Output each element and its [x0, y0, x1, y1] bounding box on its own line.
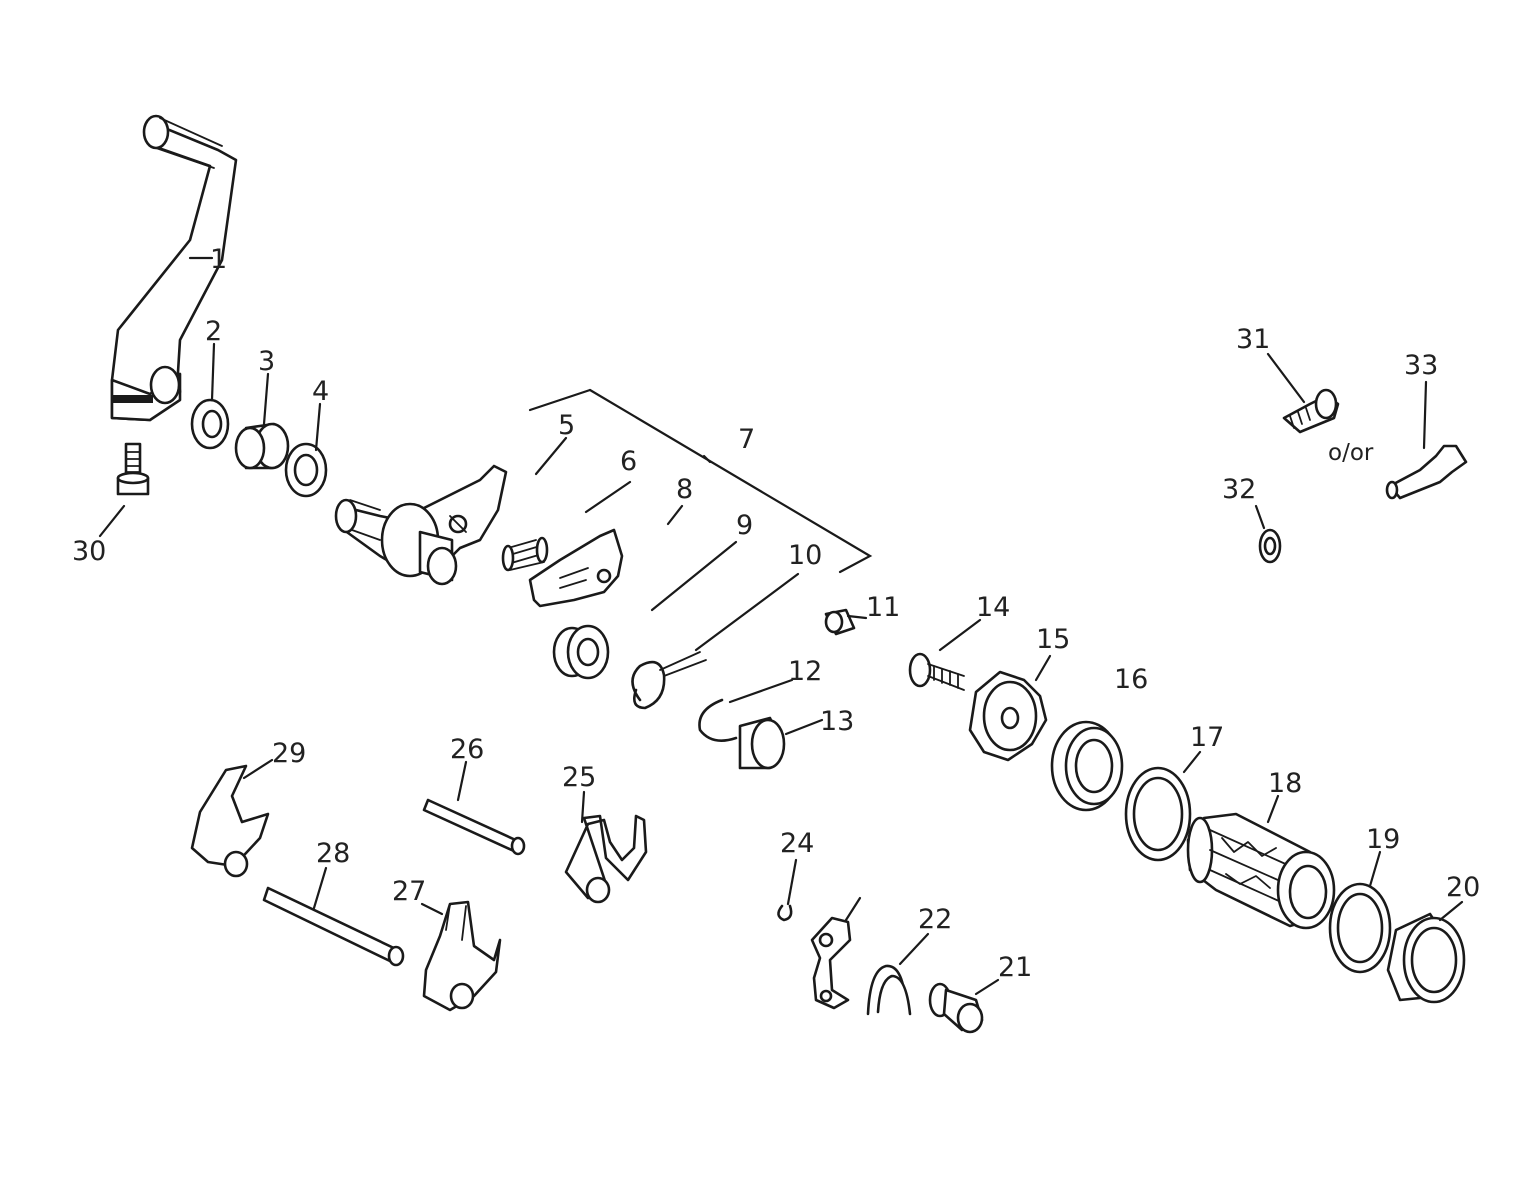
part-29-fork — [190, 764, 270, 878]
label-11: 11 — [866, 592, 900, 623]
part-14-screw — [908, 652, 965, 691]
label-28: 28 — [316, 838, 350, 869]
label-18: 18 — [1268, 768, 1302, 799]
part-9-roller — [552, 624, 610, 680]
label-30: 30 — [72, 536, 106, 567]
part-26-rod — [422, 798, 526, 856]
part-31-bolt — [1282, 388, 1340, 434]
part-28-rod — [262, 886, 405, 967]
part-12-circlip — [698, 698, 738, 742]
part-18-shift-drum — [1186, 812, 1336, 930]
part-4-washer — [284, 442, 328, 498]
part-23-lever — [810, 916, 852, 1010]
part-11-pin — [824, 608, 856, 636]
label-24: 24 — [780, 828, 814, 859]
label-19: 19 — [1366, 824, 1400, 855]
label-5: 5 — [558, 410, 575, 441]
label-29: 29 — [272, 738, 306, 769]
part-13-bushing — [738, 716, 786, 770]
label-4: 4 — [312, 376, 329, 407]
part-2-washer — [190, 398, 230, 450]
part-10-spring — [631, 651, 707, 710]
label-6: 6 — [620, 446, 637, 477]
part-15-star-cam — [968, 670, 1048, 762]
label-21: 21 — [998, 952, 1032, 983]
label-25: 25 — [562, 762, 596, 793]
part-32-washer — [1258, 528, 1282, 564]
label-10: 10 — [788, 540, 822, 571]
label-26: 26 — [450, 734, 484, 765]
label-9: 9 — [736, 510, 753, 541]
label-22: 22 — [918, 904, 952, 935]
label-33: 33 — [1404, 350, 1438, 381]
part-16-bearing — [1050, 720, 1124, 812]
bracket-left — [528, 388, 592, 412]
part-27-fork — [422, 900, 502, 1012]
part-1-kick-lever — [110, 114, 238, 422]
part-25-fork — [564, 814, 648, 904]
bracket-right — [588, 388, 873, 574]
label-13: 13 — [820, 706, 854, 737]
part-30-bolt — [116, 442, 150, 496]
label-32: 32 — [1222, 474, 1256, 505]
part-20-needle-bearing — [1386, 912, 1466, 1004]
label-2: 2 — [205, 316, 222, 347]
label-8: 8 — [676, 474, 693, 505]
part-22-spring — [866, 964, 912, 1016]
part-21-stud — [928, 982, 984, 1034]
part-6-ratchet — [528, 528, 624, 608]
part-5-spring — [501, 536, 549, 572]
label-15: 15 — [1036, 624, 1070, 655]
leader-lines — [98, 256, 1464, 996]
part-19-ring — [1328, 882, 1392, 974]
part-17-ring — [1124, 766, 1192, 862]
label-17: 17 — [1190, 722, 1224, 753]
label-alternative: o/or — [1328, 440, 1374, 466]
label-31: 31 — [1236, 324, 1270, 355]
label-1: 1 — [210, 244, 227, 275]
part-33-bolt — [1385, 444, 1468, 500]
label-3: 3 — [258, 346, 275, 377]
label-14: 14 — [976, 592, 1010, 623]
label-16: 16 — [1114, 664, 1148, 695]
label-12: 12 — [788, 656, 822, 687]
part-shift-shaft — [334, 464, 508, 586]
label-27: 27 — [392, 876, 426, 907]
part-24-clip — [777, 904, 793, 922]
label-20: 20 — [1446, 872, 1480, 903]
part-3-bushing — [234, 422, 290, 470]
label-7: 7 — [738, 424, 755, 455]
